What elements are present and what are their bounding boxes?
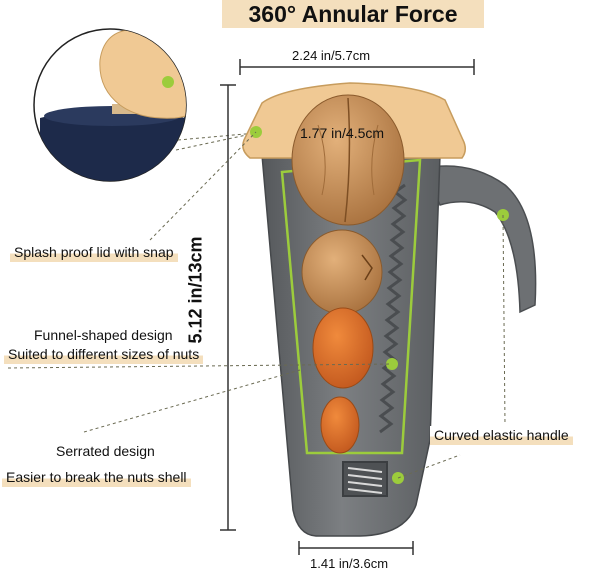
nuts	[291, 94, 405, 454]
leader-lines	[7, 131, 506, 479]
dimension-lines	[220, 59, 475, 555]
bottom-width-label: 1.41 in/3.6cm	[310, 556, 389, 571]
feature-handle-label: Curved elastic handle	[430, 426, 573, 445]
page-title: 360° Annular Force	[222, 0, 484, 28]
feature-funnel-subtitle: Suited to different sizes of nuts	[4, 345, 204, 364]
lid-zoom-view	[33, 28, 187, 182]
feature-lid-label: Splash proof lid with snap	[10, 243, 178, 262]
serrated-teeth	[378, 183, 408, 434]
handle	[423, 165, 537, 314]
height-label: 5.12 in/13cm	[185, 236, 206, 344]
feature-funnel-title: Funnel-shaped design	[34, 327, 173, 343]
spring	[342, 461, 388, 497]
top-width-label: 2.24 in/5.7cm	[292, 48, 371, 63]
feature-serrated-title: Serrated design	[56, 443, 155, 459]
feature-serrated-subtitle: Easier to break the nuts shell	[2, 468, 191, 487]
lid-highlight-dot	[162, 76, 174, 88]
inner-width-label: 1.77 in/4.5cm	[300, 125, 385, 141]
